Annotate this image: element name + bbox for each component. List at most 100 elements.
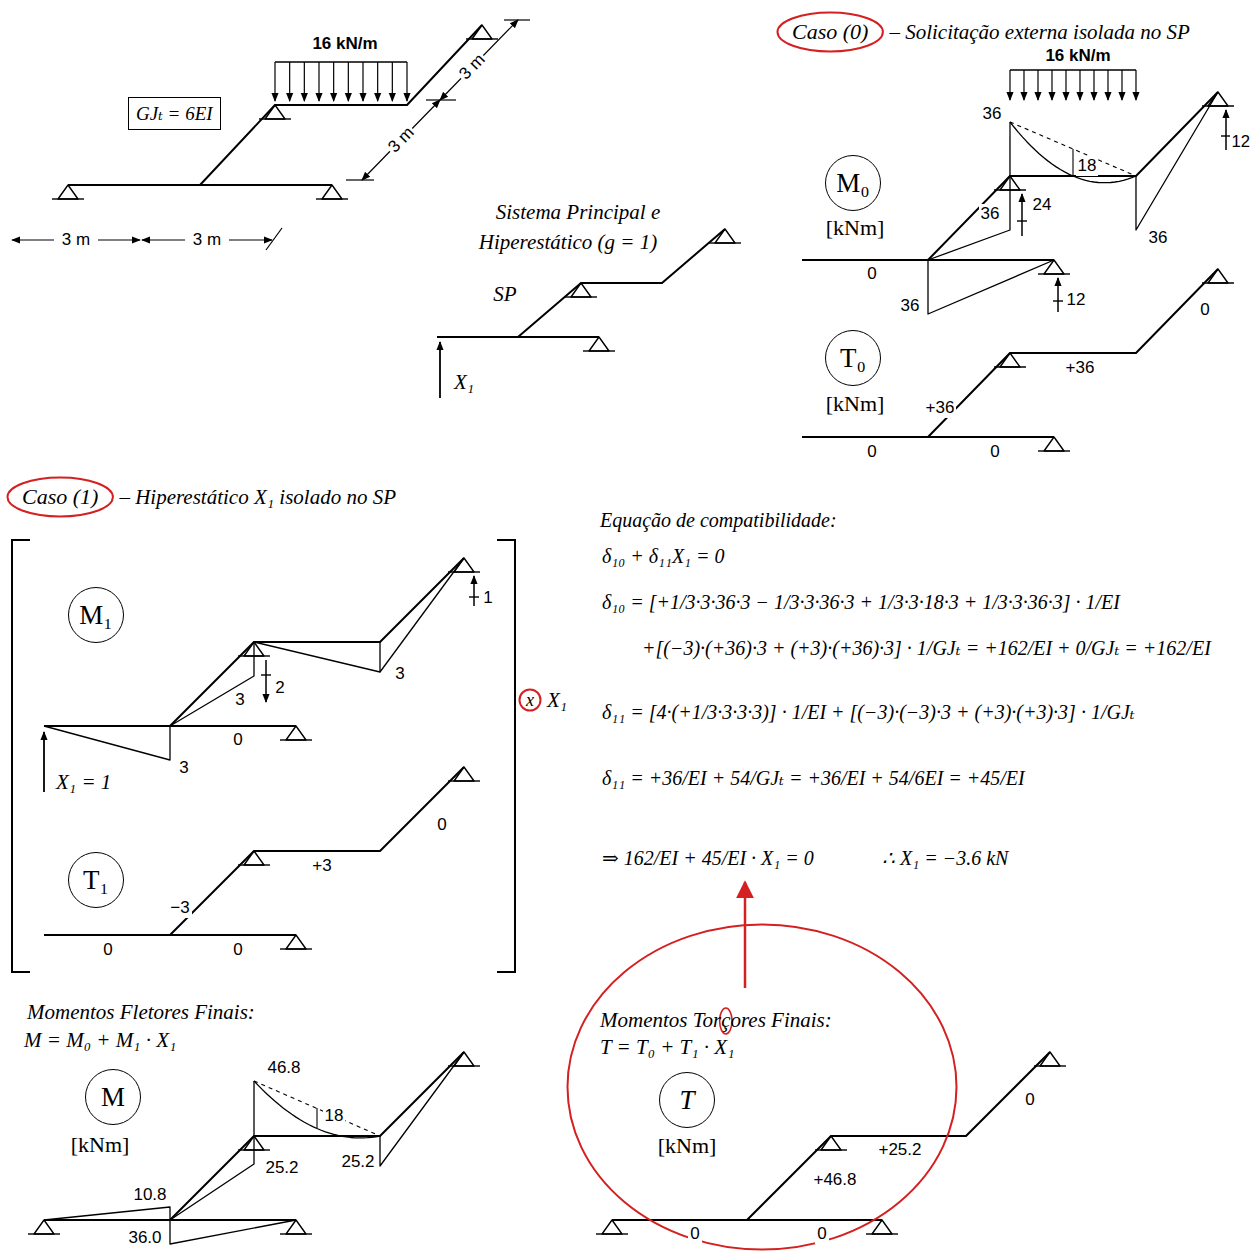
support-ground [565,296,597,297]
dimension-line [229,239,272,240]
support-ground [238,864,270,865]
dimension-label: 3 m [383,122,420,159]
diagram-tag: T [659,1072,715,1128]
moment-diagram [170,642,254,726]
reaction-arrow [1021,194,1023,236]
caption-text: Hiperestático (g = 1) [477,230,659,254]
diagram-tag: M [85,1069,141,1125]
beam-member [200,25,482,185]
support-ground [316,198,348,199]
caption-text: X₁ [545,688,569,712]
beam-member [170,558,464,726]
support-ground [466,38,498,39]
equation-line: δ₁₀ + δ₁₁X₁ = 0 [600,545,727,568]
support-triangle [244,851,264,865]
load-arrow [362,62,363,101]
support-ground [1038,450,1070,451]
diagram-value: 0 [231,940,244,960]
support-triangle [602,1220,622,1234]
diagram-value: 3 [233,690,246,710]
load-value: 16 kN/m [310,34,379,54]
equation-line: δ₁₀ = [+1/3·3·36·3 − 1/3·3·36·3 + 1/3·3·… [600,591,1122,614]
diagram-value: 0 [101,940,114,960]
load-arrow [1009,70,1010,100]
case-tag: Caso (0) [776,11,884,53]
diagram-tag: M₀ [825,155,881,211]
support-triangle [1000,353,1020,367]
load-arrow [274,62,275,101]
caption-text: X₁ = 1 [54,770,113,794]
diagram-value: 0 [988,442,1001,462]
diagram-tag: M₁ [68,587,124,643]
support-ground [583,350,615,351]
equation-line: δ₁₁ = [4·(+1/3·3·3·3)] · 1/EI + [(−3)·(−… [600,701,1137,724]
dimension-line [142,239,185,240]
stiffness-box: GJₜ = 6EI [128,97,221,130]
equation-line: δ₁₁ = +36/EI + 54/GJₜ = +36/EI + 54/6EI … [600,767,1027,790]
support-triangle [454,1052,474,1066]
unit-label: [kNm] [69,1132,132,1157]
caption-text: Sistema Principal e [494,200,662,224]
diagram-value: 12 [1230,132,1253,151]
diagram-value: 18 [323,1106,346,1126]
structure-drawings [12,20,1234,1244]
support-triangle [821,1136,841,1150]
moment-chord [254,1081,380,1136]
support-triangle [454,558,474,572]
support-triangle [58,185,78,199]
reaction-arrow [473,576,475,606]
reaction-arrow [1225,110,1227,150]
load-line [1010,69,1136,70]
load-arrow [377,62,378,101]
support-triangle [1208,269,1228,283]
support-triangle [265,105,285,119]
unit-label: [kNm] [824,391,887,416]
beam-member [170,1052,464,1220]
dimension-tick [266,228,282,250]
reaction-tick [261,674,271,675]
load-arrow [1023,70,1024,100]
diagram-value: 10.8 [131,1185,168,1205]
unit-label: [kNm] [824,215,887,240]
diagram-tag-text: T [679,1085,694,1116]
support-ground [280,1233,312,1234]
moment-diagram [1136,92,1218,230]
support-triangle [571,283,591,297]
highlight-ellipse-text: Momentos Torçores Finais: [600,1008,832,1032]
diagram-value: 0 [815,1224,828,1244]
reaction-tick [1017,220,1027,221]
caption-text: M = M₀ + M₁ · X₁ [22,1028,178,1052]
support-ground [280,739,312,740]
support-triangle [472,25,492,39]
moment-diagram [44,1207,170,1220]
support-triangle [286,726,306,740]
moment-parabola [254,1081,380,1138]
diagram-tag-text: T₁ [83,865,109,896]
moment-chord [1010,122,1136,176]
support-ground [1038,273,1070,274]
support-ground [448,780,480,781]
support-ground [1202,105,1234,106]
diagram-value: 0 [1198,300,1211,320]
moment-diagram [170,1136,254,1220]
diagram-value: +25.2 [876,1140,923,1160]
multiplier-mark-outline-shape [520,690,541,711]
support-triangle [34,1220,54,1234]
support-triangle [1044,437,1064,451]
diagram-tag-text: M₁ [79,600,112,631]
support-triangle [872,1220,892,1234]
load-arrow [1135,70,1136,100]
load-arrow [318,62,319,101]
load-arrow [289,62,290,101]
highlight-ellipse-text: T = T₀ + T₁ · X₁ [600,1035,734,1059]
diagram-value: 3 [393,664,406,684]
beam-member [928,92,1218,260]
load-arrow [1037,70,1038,100]
caption-text: – Hiperestático X₁ isolado no SP [117,485,398,509]
equation-line: Equação de compatibilidade: [598,509,839,532]
diagram-value: 0 [435,815,448,835]
diagram-value: 36 [1147,228,1170,248]
moment-diagram [1009,122,1010,176]
diagram-value: 0 [1023,1090,1036,1110]
